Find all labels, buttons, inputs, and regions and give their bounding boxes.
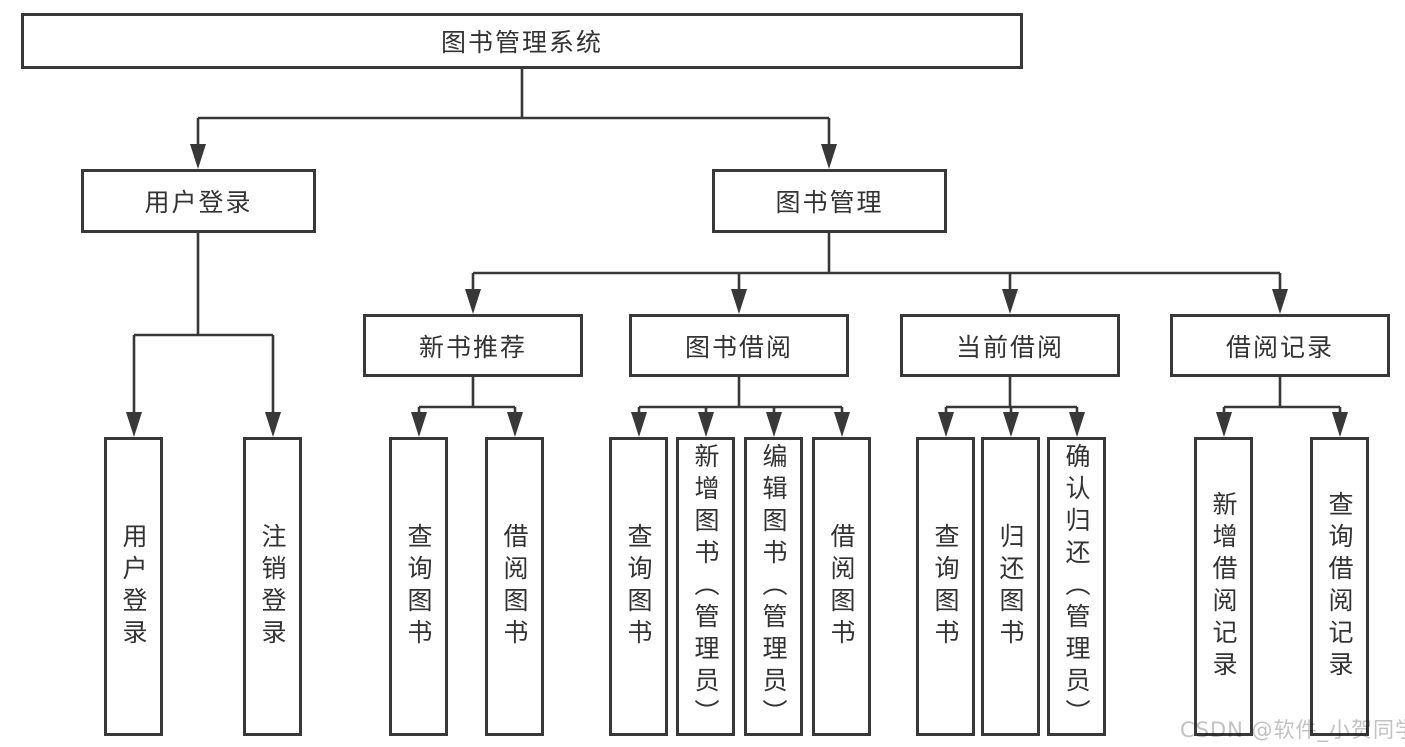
leaf-label: 查询图书	[624, 522, 653, 651]
node-leaf-logout: 注销登录	[243, 437, 302, 736]
node-leaf-borrow-books-1: 借阅图书	[485, 437, 544, 736]
leaf-label: 查询图书	[931, 522, 960, 651]
node-leaf-query-books-2: 查询图书	[609, 437, 668, 736]
arrow-down-icon	[698, 412, 714, 437]
node-leaf-query-borrow-record: 查询借阅记录	[1310, 437, 1369, 736]
leaf-label: 编辑图书（管理员）	[759, 442, 788, 731]
arrow-down-icon	[834, 412, 850, 437]
node-book-management: 图书管理	[712, 169, 947, 233]
node-leaf-query-books-1: 查询图书	[389, 437, 448, 736]
arrow-down-icon	[631, 412, 647, 437]
leaf-label: 注销登录	[258, 522, 287, 651]
node-leaf-borrow-books-2: 借阅图书	[812, 437, 871, 736]
node-book-borrow: 图书借阅	[629, 314, 849, 377]
node-leaf-confirm-return-admin: 确认归还（管理员）	[1047, 437, 1106, 736]
arrow-down-icon	[1216, 412, 1232, 437]
arrow-down-icon	[1002, 289, 1018, 314]
node-library-system: 图书管理系统	[21, 13, 1023, 69]
arrow-down-icon	[411, 412, 427, 437]
node-leaf-edit-books-admin: 编辑图书（管理员）	[744, 437, 803, 736]
connector-new-book-children	[411, 377, 523, 437]
leaf-label: 新增图书（管理员）	[691, 442, 720, 731]
leaf-label: 查询图书	[404, 522, 433, 651]
arrow-down-icon	[265, 412, 281, 437]
arrow-down-icon	[465, 289, 481, 314]
csdn-watermark: CSDN @软件_小贺同学	[1180, 718, 1405, 742]
arrow-down-icon	[821, 144, 837, 169]
arrow-down-icon	[731, 289, 747, 314]
arrow-down-icon	[1069, 412, 1085, 437]
arrow-down-icon	[766, 412, 782, 437]
connector-borrow-record-children	[1216, 377, 1348, 437]
node-user-login: 用户登录	[81, 169, 316, 233]
leaf-label: 用户登录	[119, 522, 148, 651]
leaf-label: 查询借阅记录	[1325, 490, 1354, 683]
leaf-label: 确认归还（管理员）	[1062, 442, 1091, 731]
arrow-down-icon	[126, 412, 142, 437]
connector-user-login-children	[126, 232, 281, 437]
node-leaf-add-borrow-record: 新增借阅记录	[1194, 437, 1253, 736]
node-new-book-recommend: 新书推荐	[363, 314, 583, 377]
connector-root-to-level2	[190, 68, 837, 169]
connector-book-borrow-children	[631, 377, 850, 437]
arrow-down-icon	[507, 412, 523, 437]
connector-current-borrow-children	[938, 377, 1085, 437]
node-current-borrow: 当前借阅	[900, 314, 1120, 377]
arrow-down-icon	[190, 144, 206, 169]
arrow-down-icon	[1003, 412, 1019, 437]
node-leaf-add-books-admin: 新增图书（管理员）	[676, 437, 735, 736]
leaf-label: 归还图书	[996, 522, 1025, 651]
node-leaf-query-books-3: 查询图书	[916, 437, 975, 736]
leaf-label: 借阅图书	[500, 522, 529, 651]
node-leaf-return-books: 归还图书	[981, 437, 1040, 736]
node-leaf-user-login: 用户登录	[104, 437, 163, 736]
connector-book-management-children	[465, 232, 1288, 314]
node-borrow-record: 借阅记录	[1170, 314, 1390, 377]
leaf-label: 借阅图书	[827, 522, 856, 651]
arrow-down-icon	[1272, 289, 1288, 314]
leaf-label: 新增借阅记录	[1209, 490, 1238, 683]
arrow-down-icon	[938, 412, 954, 437]
arrow-down-icon	[1332, 412, 1348, 437]
